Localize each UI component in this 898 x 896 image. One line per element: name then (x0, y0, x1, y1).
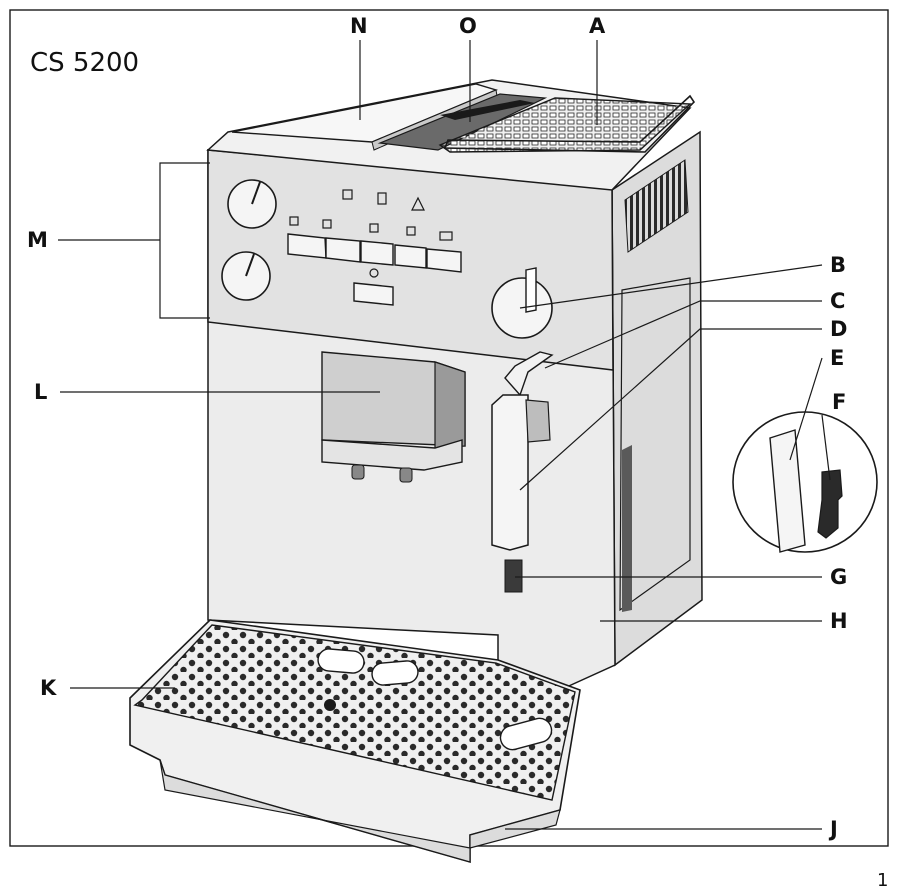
nozzle-grip (525, 399, 551, 443)
knob-pointer-top (251, 181, 261, 205)
leader-B (519, 264, 823, 309)
leader-M (58, 162, 210, 319)
steam-knob-lever (525, 267, 537, 313)
power-button (353, 282, 394, 306)
nozzle-right (399, 467, 413, 483)
callout-m: M (27, 228, 48, 252)
callout-h: H (830, 609, 848, 633)
leader-lines (58, 40, 831, 830)
cup-tray-grid (133, 624, 576, 801)
funnel-opening (440, 100, 535, 120)
power-icon (369, 268, 379, 278)
tray-slot-1 (317, 648, 365, 674)
bean-container-grid (438, 97, 692, 153)
page-number: 1 (877, 870, 889, 891)
float-indicator (324, 699, 336, 711)
spout-housing-side (434, 361, 466, 449)
water-window (622, 445, 632, 612)
callout-o: O (459, 14, 477, 38)
callout-l: L (34, 380, 48, 404)
water-tank-outline (619, 277, 691, 612)
leader-C (544, 300, 822, 369)
indicator-icons (289, 189, 453, 241)
callout-f: F (832, 390, 847, 414)
callout-g: G (830, 565, 848, 589)
leader-F (821, 414, 831, 481)
leader-E (789, 357, 823, 461)
measuring-scoop (769, 429, 806, 553)
callout-j: J (830, 817, 838, 841)
tray-slot-2 (371, 660, 419, 686)
knob-pointer-bottom (245, 253, 255, 277)
accessory-circle (732, 411, 878, 553)
cappuccino-maker (491, 394, 529, 551)
model-title: CS 5200 (30, 48, 140, 78)
coffee-spout (321, 439, 463, 471)
callout-a: A (589, 14, 606, 38)
hot-water-nozzle (817, 469, 843, 539)
leader-D (519, 328, 822, 491)
cappuccino-cup (504, 559, 523, 593)
nozzle-left (351, 464, 365, 480)
side-vent (624, 159, 689, 253)
callout-c: C (830, 289, 846, 313)
bean-container-rim (443, 94, 696, 153)
callout-n: N (350, 14, 368, 38)
tray-slot-3 (499, 717, 553, 751)
callout-d: D (830, 317, 848, 341)
callout-b: B (830, 253, 847, 277)
callout-e: E (830, 346, 845, 370)
callout-k: K (40, 676, 57, 700)
drip-tray-front (159, 759, 561, 863)
function-buttons (287, 233, 462, 273)
